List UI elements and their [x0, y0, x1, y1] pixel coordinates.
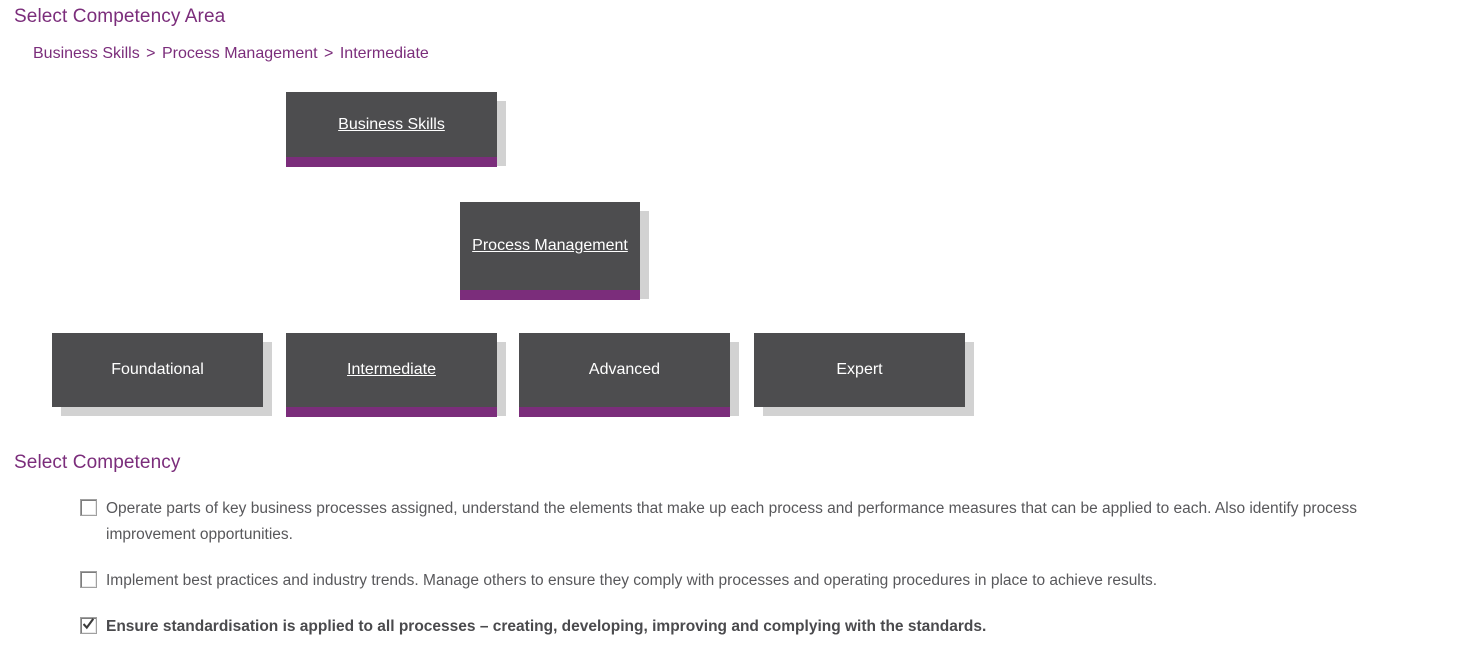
tile-selected-bar: [460, 290, 640, 300]
tile-level-intermediate[interactable]: Intermediate: [286, 333, 497, 407]
breadcrumb-separator: >: [146, 45, 156, 62]
tile-business-skills-label: Business Skills: [338, 115, 445, 133]
checkmark-icon: [83, 618, 94, 630]
tile-level-advanced[interactable]: Advanced: [519, 333, 730, 407]
competency-list: Operate parts of key business processes …: [80, 496, 1420, 658]
checkbox-icon[interactable]: [80, 571, 97, 588]
checkbox-icon[interactable]: [80, 499, 97, 516]
competency-list-item[interactable]: Ensure standardisation is applied to all…: [80, 614, 1420, 640]
breadcrumb: Business Skills > Process Management > I…: [33, 45, 429, 63]
competency-item-text: Ensure standardisation is applied to all…: [106, 618, 987, 635]
page-title-competency-area: Select Competency Area: [14, 6, 226, 27]
tile-level-expert[interactable]: Expert: [754, 333, 965, 407]
competency-item-text: Operate parts of key business processes …: [106, 500, 1358, 543]
breadcrumb-separator: >: [324, 45, 334, 62]
tile-process-management[interactable]: Process Management: [460, 202, 640, 290]
checkbox-icon[interactable]: [80, 617, 97, 634]
tile-level-foundational-label: Foundational: [111, 361, 204, 379]
page-title-competency: Select Competency: [14, 452, 181, 473]
tile-level-expert-label: Expert: [836, 361, 883, 379]
tile-level-intermediate-label: Intermediate: [347, 361, 436, 379]
breadcrumb-item-level[interactable]: Intermediate: [339, 45, 429, 62]
breadcrumb-item-category[interactable]: Process Management: [161, 45, 318, 62]
competency-item-text: Implement best practices and industry tr…: [106, 572, 1158, 589]
tile-level-foundational[interactable]: Foundational: [52, 333, 263, 407]
breadcrumb-item-area[interactable]: Business Skills: [33, 45, 140, 62]
tile-selected-bar: [519, 407, 730, 417]
tile-level-advanced-label: Advanced: [588, 361, 661, 379]
tile-selected-bar: [286, 157, 497, 167]
tile-selected-bar: [286, 407, 497, 417]
competency-list-item[interactable]: Operate parts of key business processes …: [80, 496, 1420, 548]
tile-business-skills[interactable]: Business Skills: [286, 92, 497, 157]
tile-process-management-label: Process Management: [472, 237, 628, 255]
competency-list-item[interactable]: Implement best practices and industry tr…: [80, 568, 1420, 594]
